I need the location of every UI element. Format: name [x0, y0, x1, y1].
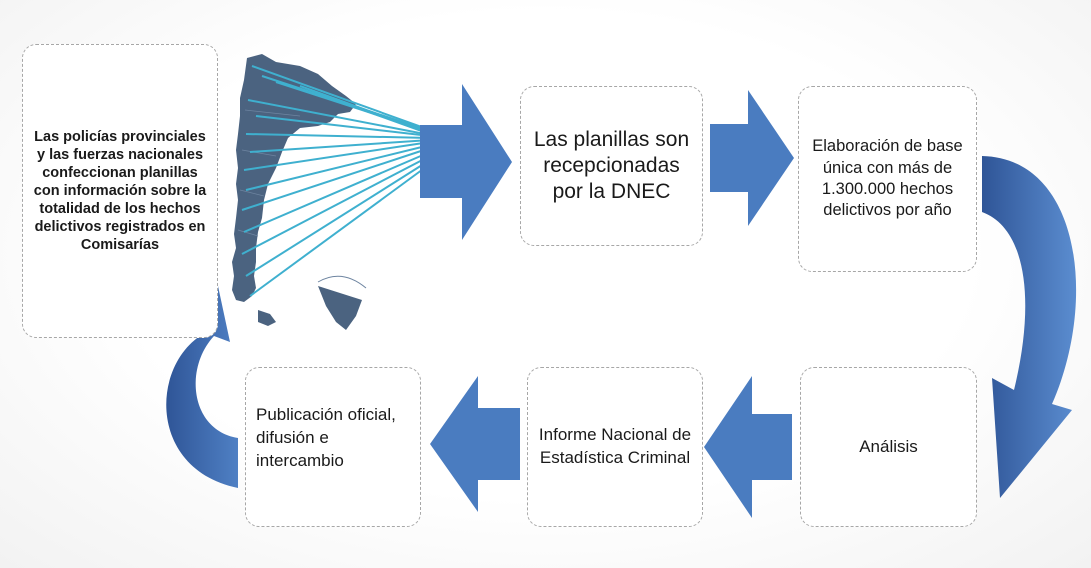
police-forces-box: Las policías provinciales y las fuerzas …	[22, 44, 218, 338]
analysis-text: Análisis	[859, 437, 918, 456]
police-forces-text: Las policías provinciales y las fuerzas …	[33, 128, 207, 254]
national-report-box: Informe Nacional de Estadística Criminal	[527, 367, 703, 527]
arrow-to-informe-icon	[704, 376, 792, 518]
curved-arrow-up-icon	[166, 286, 238, 488]
dnec-reception-text: Las planillas son recepcionadas por la D…	[533, 127, 690, 204]
curved-arrow-down-icon	[982, 156, 1077, 498]
unified-database-text: Elaboración de base única con más de 1.3…	[812, 137, 963, 220]
arrow-to-dnec-icon	[420, 84, 512, 240]
unified-database-box: Elaboración de base única con más de 1.3…	[798, 86, 977, 272]
arrow-to-publicacion-icon	[430, 376, 520, 512]
dnec-reception-box: Las planillas son recepcionadas por la D…	[520, 86, 703, 246]
connection-lines	[241, 65, 431, 297]
analysis-box: Análisis	[800, 367, 977, 527]
national-report-text: Informe Nacional de Estadística Criminal	[538, 425, 692, 467]
publication-text: Publicación oficial, difusión e intercam…	[256, 405, 396, 470]
publication-box: Publicación oficial, difusión e intercam…	[245, 367, 421, 527]
arrow-to-base-icon	[710, 90, 794, 226]
